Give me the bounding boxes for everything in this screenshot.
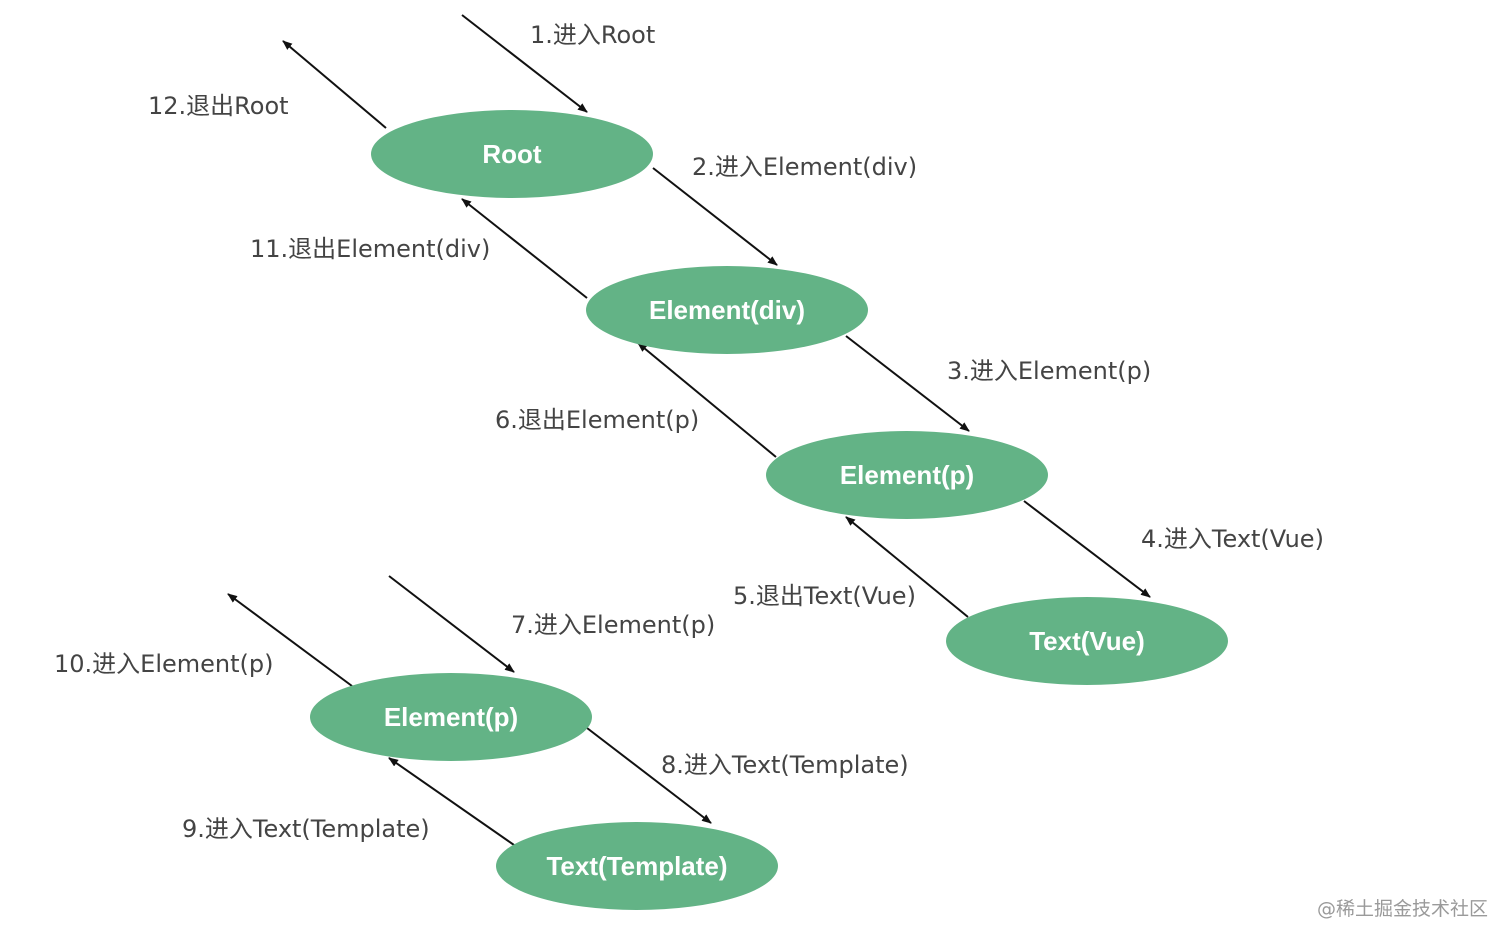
edge-arrow-2: [652, 167, 778, 266]
edge-labels: 1.进入Root 12.退出Root 2.进入Element(div) 11.退…: [54, 21, 1324, 843]
edge-label-12: 12.退出Root: [148, 92, 289, 120]
edge-arrow-7: [388, 575, 515, 673]
edge-arrow-11: [461, 198, 588, 299]
node-text-template-label: Text(Template): [546, 851, 727, 881]
edge-arrow-12: [282, 40, 387, 129]
edge-label-5: 5.退出Text(Vue): [733, 582, 916, 610]
edge-arrow-8: [586, 727, 712, 824]
edge-label-11: 11.退出Element(div): [250, 235, 490, 263]
node-root: Root: [371, 110, 653, 198]
nodes: Root Element(div) Element(p) Text(Vue) E…: [310, 110, 1228, 910]
edge-label-1: 1.进入Root: [530, 21, 655, 49]
node-text-vue-label: Text(Vue): [1029, 626, 1145, 656]
edge-label-6: 6.退出Element(p): [495, 406, 699, 434]
edge-arrow-3: [845, 335, 970, 432]
edges: [227, 14, 1151, 846]
edge-label-2: 2.进入Element(div): [692, 153, 917, 181]
node-element-p-1: Element(p): [766, 431, 1048, 519]
edge-label-8: 8.进入Text(Template): [661, 751, 909, 779]
node-root-label: Root: [482, 139, 542, 169]
edge-arrow-9: [388, 757, 515, 846]
edge-arrow-5: [845, 516, 969, 618]
node-text-vue: Text(Vue): [946, 597, 1228, 685]
edge-arrow-4: [1023, 500, 1151, 598]
node-element-p-2: Element(p): [310, 673, 592, 761]
node-element-div-label: Element(div): [649, 295, 805, 325]
node-element-p-2-label: Element(p): [384, 702, 518, 732]
node-text-template: Text(Template): [496, 822, 778, 910]
edge-arrow-10: [227, 593, 353, 687]
node-element-div: Element(div): [586, 266, 868, 354]
edge-label-10: 10.进入Element(p): [54, 650, 274, 678]
node-element-p-1-label: Element(p): [840, 460, 974, 490]
edge-arrow-6: [637, 342, 777, 458]
edge-label-7: 7.进入Element(p): [511, 611, 715, 639]
edge-label-9: 9.进入Text(Template): [182, 815, 430, 843]
edge-label-3: 3.进入Element(p): [947, 357, 1151, 385]
edge-label-4: 4.进入Text(Vue): [1141, 525, 1324, 553]
watermark: @稀土掘金技术社区: [1316, 898, 1488, 920]
edge-arrow-1: [461, 14, 588, 113]
